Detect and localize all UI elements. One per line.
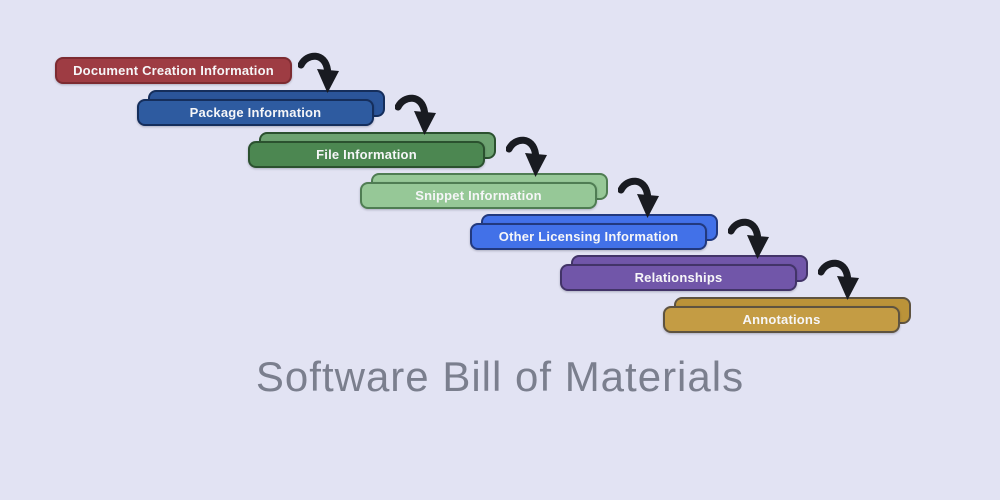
curved-arrow-icon <box>728 216 770 262</box>
node-package-information: Package Information <box>137 90 385 126</box>
curved-arrow-icon <box>618 175 660 221</box>
curved-arrow-icon <box>395 92 437 138</box>
node-label: Document Creation Information <box>73 62 274 78</box>
diagram-title: Software Bill of Materials <box>255 353 745 400</box>
node-box: File Information <box>248 141 485 168</box>
node-box: Annotations <box>663 306 900 333</box>
node-file-information: File Information <box>248 132 496 168</box>
node-label: Package Information <box>189 104 322 120</box>
node-other-licensing-information: Other Licensing Information <box>470 214 718 250</box>
node-document-creation-information: Document Creation Information <box>55 57 292 84</box>
curved-arrow-icon <box>506 134 548 180</box>
node-label: Other Licensing Information <box>498 228 679 244</box>
node-box: Relationships <box>560 264 797 291</box>
node-label: File Information <box>316 146 417 162</box>
node-annotations: Annotations <box>663 297 911 333</box>
node-box: Package Information <box>137 99 374 126</box>
node-box: Snippet Information <box>360 182 597 209</box>
curved-arrow-icon <box>818 257 860 303</box>
node-label: Annotations <box>742 311 821 327</box>
node-box: Document Creation Information <box>55 57 292 84</box>
node-snippet-information: Snippet Information <box>360 173 608 209</box>
curved-arrow-icon <box>298 50 340 96</box>
node-box: Other Licensing Information <box>470 223 707 250</box>
node-label: Snippet Information <box>415 187 542 203</box>
node-relationships: Relationships <box>560 255 808 291</box>
node-label: Relationships <box>634 269 723 285</box>
